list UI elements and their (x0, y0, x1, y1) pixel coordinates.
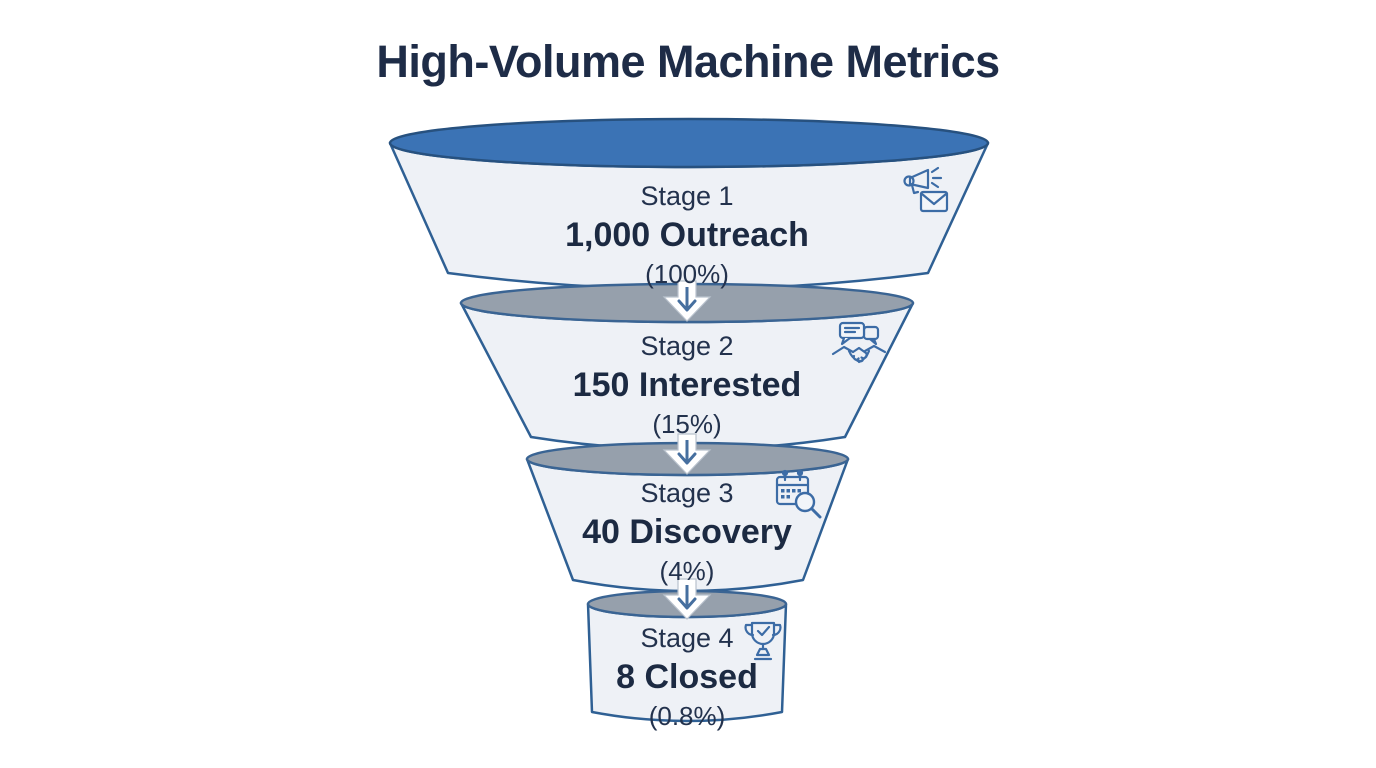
stage-4-value: 8 Closed (616, 657, 758, 696)
stage-3-label: Stage 3 (640, 478, 734, 508)
chat-handshake-icon (831, 321, 887, 364)
stage-2-percent: (15%) (652, 409, 722, 440)
stage-1-label: Stage 1 (640, 181, 734, 211)
megaphone-email-icon (903, 166, 949, 213)
stage-2-label: Stage 2 (640, 331, 734, 361)
funnel-stage-3-text: Stage 3 40 Discovery (4%) (467, 477, 907, 588)
stage-4-percent: (0.8%) (648, 701, 726, 732)
stage-3-value: 40 Discovery (582, 512, 792, 551)
flow-arrow-down-icon (662, 280, 712, 322)
stage-4-label: Stage 4 (640, 623, 734, 653)
chart-title: High-Volume Machine Metrics (376, 36, 1000, 87)
funnel-stage-1-top (388, 117, 990, 169)
stage-3-percent: (4%) (659, 556, 715, 587)
stage-2-value: 150 Interested (572, 365, 802, 404)
flow-arrow-down-icon (662, 433, 712, 475)
calendar-search-icon (775, 469, 822, 519)
funnel-stage-1-text: Stage 1 1,000 Outreach (100%) (467, 180, 907, 291)
funnel-stage-4-text: Stage 4 8 Closed (0.8%) (467, 622, 907, 733)
stage-1-percent: (100%) (645, 259, 729, 290)
stage-1-value: 1,000 Outreach (565, 215, 809, 254)
funnel-stage-2-text: Stage 2 150 Interested (15%) (467, 330, 907, 441)
flow-arrow-down-icon (662, 578, 712, 620)
trophy-icon (744, 621, 782, 661)
